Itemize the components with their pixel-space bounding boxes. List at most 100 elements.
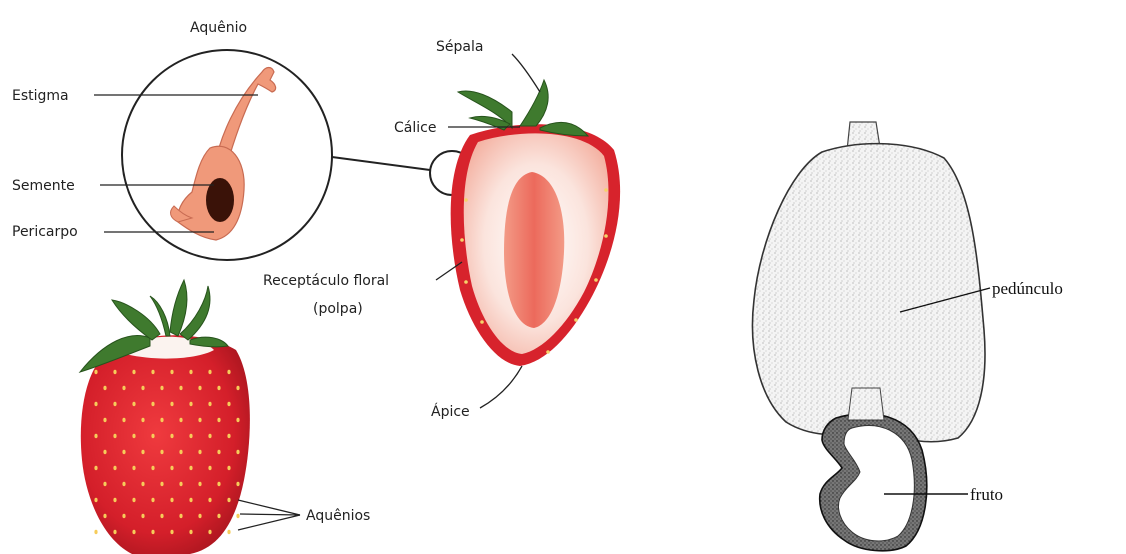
- surface-achene-dot: [217, 418, 220, 422]
- surface-achene-dot: [227, 370, 230, 374]
- surface-achene-dot: [113, 498, 116, 502]
- surface-achene-dot: [170, 466, 173, 470]
- surface-achene-dot: [113, 466, 116, 470]
- surface-achene-dot: [170, 402, 173, 406]
- label-calyx: Cálice: [394, 120, 436, 136]
- surface-achene-dot: [103, 482, 106, 486]
- surface-achene-dot: [227, 498, 230, 502]
- surface-achene-dot: [122, 418, 125, 422]
- surface-achene-dot: [160, 418, 163, 422]
- surface-achene-dot: [122, 514, 125, 518]
- achene-title: Aquênio: [190, 20, 247, 36]
- surface-achene-dot: [236, 450, 239, 454]
- surface-achene-dot: [189, 434, 192, 438]
- surface-achene-dot: [236, 386, 239, 390]
- surface-achene-dot: [236, 418, 239, 422]
- surface-achene-dot: [160, 482, 163, 486]
- leader-achenes-3: [238, 515, 300, 530]
- surface-achene-dot: [217, 514, 220, 518]
- surface-achene-dot: [132, 498, 135, 502]
- surface-achene-dot: [103, 386, 106, 390]
- surface-achene-dot: [179, 514, 182, 518]
- surface-achene-dot: [208, 402, 211, 406]
- surface-achene-dot: [227, 402, 230, 406]
- surface-achene-dot: [189, 530, 192, 534]
- surface-achene-dot: [113, 370, 116, 374]
- magnifier-connector: [332, 157, 430, 170]
- surface-achene-dot: [160, 514, 163, 518]
- surface-achene-dot: [208, 466, 211, 470]
- surface-achene-dot: [141, 386, 144, 390]
- surface-achene-dot: [179, 482, 182, 486]
- label-fruit: fruto: [970, 485, 1003, 504]
- surface-achene-dot: [170, 530, 173, 534]
- surface-achene-dot: [208, 498, 211, 502]
- surface-achene-dot: [94, 498, 97, 502]
- label-peduncle: pedúnculo: [992, 279, 1063, 298]
- surface-achene-dot: [189, 370, 192, 374]
- surface-achene-dot: [179, 418, 182, 422]
- surface-achene-dot: [141, 514, 144, 518]
- surface-achene-dot: [198, 450, 201, 454]
- surface-achene-dot: [103, 514, 106, 518]
- surface-achene-dot: [94, 434, 97, 438]
- leader-achenes-2: [240, 514, 300, 515]
- surface-achene-dot: [227, 530, 230, 534]
- whole-strawberry: Aquênios: [80, 280, 370, 554]
- surface-achene-dot: [217, 386, 220, 390]
- surface-achene-dot: [189, 402, 192, 406]
- surface-achene-dot: [103, 418, 106, 422]
- label-pericarp: Pericarpo: [12, 224, 78, 240]
- label-achenes: Aquênios: [306, 508, 370, 524]
- whole-berry-body: [81, 335, 250, 554]
- surface-achene-dot: [132, 434, 135, 438]
- surface-achene-dot: [179, 450, 182, 454]
- surface-achene-dot: [151, 434, 154, 438]
- surface-achene-dot: [198, 514, 201, 518]
- label-apex: Ápice: [431, 403, 470, 420]
- surface-achene-dot: [132, 466, 135, 470]
- surface-achene-dot: [94, 370, 97, 374]
- surface-achene-dot: [141, 450, 144, 454]
- surface-achene-dot: [151, 466, 154, 470]
- surface-achene-dot: [217, 450, 220, 454]
- surface-achene-dot: [113, 434, 116, 438]
- surface-achene-dot: [170, 434, 173, 438]
- label-stigma: Estigma: [12, 88, 69, 104]
- surface-achene-dot: [141, 418, 144, 422]
- surface-achene-dot: [208, 530, 211, 534]
- surface-achene-dot: [208, 370, 211, 374]
- surface-achene-dot: [198, 418, 201, 422]
- surface-achene-dot: [160, 450, 163, 454]
- surface-achene-dot: [227, 466, 230, 470]
- surface-achene-dot: [227, 434, 230, 438]
- surface-achene-dot: [103, 450, 106, 454]
- surface-achene-dot: [160, 386, 163, 390]
- surface-achene-dot: [198, 386, 201, 390]
- surface-achene-dot: [94, 530, 97, 534]
- cashew-diagram: pedúnculo fruto: [752, 122, 1062, 551]
- label-receptacle-2: (polpa): [313, 301, 363, 317]
- surface-achene-dot: [151, 498, 154, 502]
- surface-achene-dot: [151, 530, 154, 534]
- surface-achene-dot: [141, 482, 144, 486]
- surface-achene-dot: [151, 370, 154, 374]
- strawberry-cross-section: Sépala Cálice Receptáculo floral (polpa)…: [263, 39, 620, 420]
- surface-achene-dot: [122, 450, 125, 454]
- surface-achene-dot: [170, 370, 173, 374]
- achene-closeup: Aquênio Estigma Semente Pericarpo: [12, 20, 474, 260]
- surface-achene-dot: [217, 482, 220, 486]
- surface-achene-dot: [179, 386, 182, 390]
- surface-achene-dot: [151, 402, 154, 406]
- surface-achene-dot: [113, 530, 116, 534]
- surface-achene-dot: [198, 482, 201, 486]
- leader-apex: [480, 366, 522, 408]
- cashew-neck: [848, 388, 884, 420]
- surface-achene-dot: [236, 514, 239, 518]
- surface-achene-dot: [132, 370, 135, 374]
- surface-achene-dot: [122, 482, 125, 486]
- surface-achene-dot: [189, 498, 192, 502]
- leader-sepal: [512, 54, 540, 92]
- surface-achene-dot: [94, 402, 97, 406]
- surface-achene-dot: [170, 498, 173, 502]
